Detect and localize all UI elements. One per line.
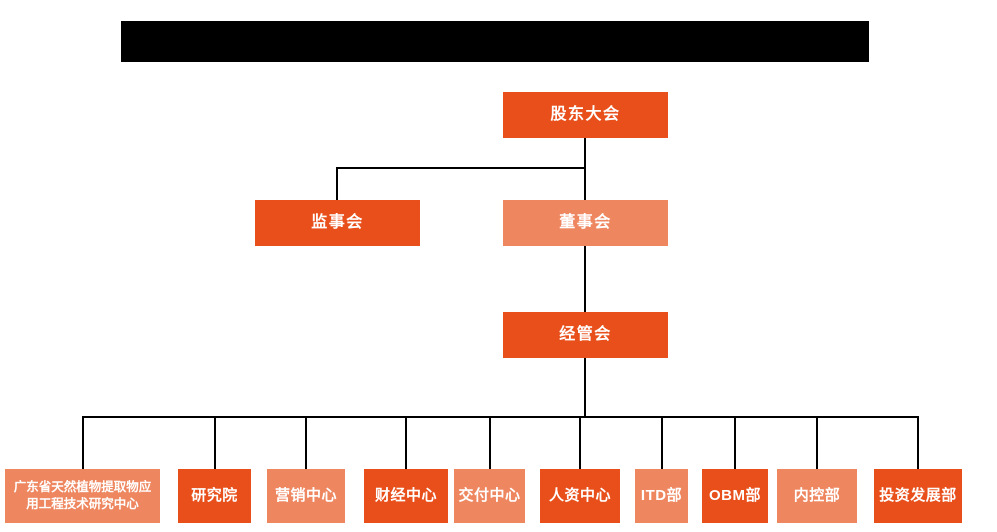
connector-management-down (584, 358, 586, 418)
connector-drop-10 (917, 416, 919, 469)
org-node-dept-hr-center: 人资中心 (540, 469, 620, 523)
org-node-management: 经管会 (503, 312, 668, 358)
org-node-supervisory: 监事会 (255, 200, 420, 246)
org-node-dept-itd: ITD部 (635, 469, 688, 523)
connector-upper-horizontal (336, 167, 586, 169)
org-node-board: 董事会 (503, 200, 668, 246)
org-node-dept-internal-control: 内控部 (777, 469, 857, 523)
connector-drop-9 (816, 416, 818, 469)
connector-drop-4 (405, 416, 407, 469)
connector-drop-5 (489, 416, 491, 469)
connector-drop-1 (82, 416, 84, 469)
org-node-dept-marketing-center: 营销中心 (267, 469, 345, 523)
org-node-shareholders: 股东大会 (503, 92, 668, 138)
connector-drop-3 (305, 416, 307, 469)
connector-drop-2 (214, 416, 216, 469)
connector-drop-6 (579, 416, 581, 469)
org-node-dept-obm: OBM部 (702, 469, 768, 523)
connector-board-management (584, 246, 586, 312)
org-node-dept-research-center: 广东省天然植物提取物应用工程技术研究中心 (5, 469, 160, 523)
connector-shareholders-down (584, 138, 586, 169)
connector-lower-horizontal (82, 416, 919, 418)
org-node-dept-investment-development: 投资发展部 (874, 469, 962, 523)
redacted-title-bar (121, 21, 869, 62)
org-node-dept-delivery-center: 交付中心 (454, 469, 525, 523)
connector-to-supervisory (336, 167, 338, 200)
connector-drop-7 (661, 416, 663, 469)
org-node-dept-research-institute: 研究院 (178, 469, 251, 523)
org-node-dept-finance-center: 财经中心 (364, 469, 448, 523)
connector-to-board (584, 167, 586, 200)
connector-drop-8 (734, 416, 736, 469)
